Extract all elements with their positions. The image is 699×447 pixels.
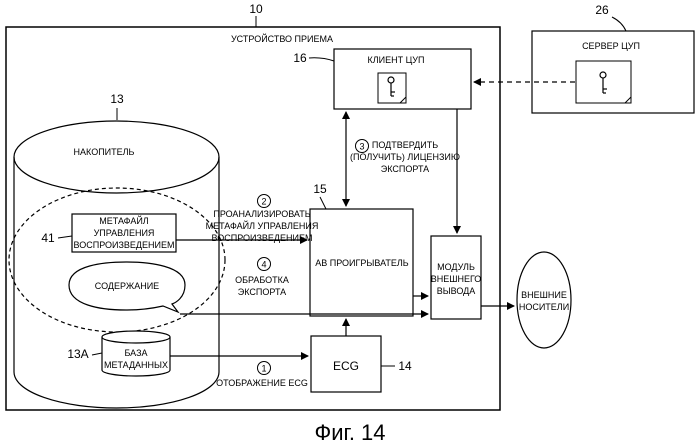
metafile: МЕТАФАЙЛ УПРАВЛЕНИЯ ВОСПРОИЗВЕДЕНИЕМ 41 (41, 214, 176, 252)
step-2: 2 ПРОАНАЛИЗИРОВАТЬ МЕТАФАЙЛ УПРАВЛЕНИЯ В… (206, 195, 319, 244)
metafile-line1: МЕТАФАЙЛ (99, 215, 149, 226)
drm-client-label: КЛИЕНТ ЦУП (368, 55, 425, 65)
drm-client: 16 КЛИЕНТ ЦУП (293, 49, 471, 109)
external-media-line2: НОСИТЕЛИ (519, 302, 569, 312)
step-3-number: 3 (359, 142, 364, 152)
step-1-number: 1 (261, 364, 266, 374)
drm-server: 26 СЕРВЕР ЦУП (532, 3, 694, 113)
ecg-ref: 14 (398, 359, 412, 373)
metadata-db: БАЗА МЕТАДАННЫХ 13A (67, 331, 170, 376)
av-player-ref: 15 (313, 182, 327, 196)
step-4: 4 ОБРАБОТКА ЭКСПОРТА (235, 258, 289, 298)
external-media-line1: ВНЕШНИЕ (521, 290, 567, 300)
key-icon (388, 77, 395, 96)
external-media: ВНЕШНИЕ НОСИТЕЛИ (517, 252, 571, 348)
output-module-line2: ВНЕШНЕГО (431, 274, 482, 284)
output-module: МОДУЛЬ ВНЕШНЕГО ВЫВОДА (431, 236, 482, 319)
content-label: СОДЕРЖАНИЕ (95, 281, 159, 291)
step-3: 3 ПОДТВЕРДИТЬ (ПОЛУЧИТЬ) ЛИЦЕНЗИЮ ЭКСПОР… (350, 140, 460, 175)
content: СОДЕРЖАНИЕ (69, 262, 185, 312)
step-3-line3: ЭКСПОРТА (381, 164, 429, 174)
drm-server-ref: 26 (595, 3, 609, 17)
metadata-db-line2: МЕТАДАННЫХ (104, 360, 168, 370)
metafile-ref: 41 (41, 231, 55, 245)
step-1: 1 ОТОБРАЖЕНИЕ ECG (216, 362, 308, 389)
storage-label: НАКОПИТЕЛЬ (74, 147, 135, 157)
metadata-db-ref: 13A (67, 347, 88, 361)
key-icon (600, 72, 607, 93)
drm-client-ref: 16 (293, 51, 307, 65)
step-2-line3: ВОСПРОИЗВЕДЕНИЕМ (212, 233, 313, 243)
step-1-text: ОТОБРАЖЕНИЕ ECG (216, 378, 308, 388)
ecg-label: ECG (333, 359, 359, 373)
step-2-line2: МЕТАФАЙЛ УПРАВЛЕНИЯ (206, 220, 319, 231)
metadata-db-line1: БАЗА (124, 348, 147, 358)
figure-caption: Фиг. 14 (314, 420, 385, 445)
receiving-device-ref: 10 (249, 2, 263, 16)
av-player: 15 АВ ПРОИГРЫВАТЕЛЬ (310, 182, 413, 316)
drm-server-label: СЕРВЕР ЦУП (582, 41, 640, 51)
output-module-line3: ВЫВОДА (437, 286, 476, 296)
step-4-number: 4 (261, 260, 266, 270)
metafile-line3: ВОСПРОИЗВЕДЕНИЕМ (74, 240, 175, 250)
step-3-line1: ПОДТВЕРДИТЬ (372, 140, 438, 150)
step-3-line2: (ПОЛУЧИТЬ) ЛИЦЕНЗИЮ (350, 152, 460, 162)
ecg: ECG 14 (311, 336, 412, 392)
output-module-line1: МОДУЛЬ (437, 262, 475, 272)
step-2-number: 2 (261, 197, 266, 207)
step-2-line1: ПРОАНАЛИЗИРОВАТЬ (213, 209, 310, 219)
step-4-line2: ЭКСПОРТА (238, 287, 286, 297)
step-4-line1: ОБРАБОТКА (235, 275, 289, 285)
receiving-device-label: УСТРОЙСТВО ПРИЕМА (231, 33, 333, 44)
metafile-line2: УПРАВЛЕНИЯ (94, 228, 155, 238)
av-player-label: АВ ПРОИГРЫВАТЕЛЬ (315, 258, 409, 268)
storage-ref: 13 (110, 92, 124, 106)
